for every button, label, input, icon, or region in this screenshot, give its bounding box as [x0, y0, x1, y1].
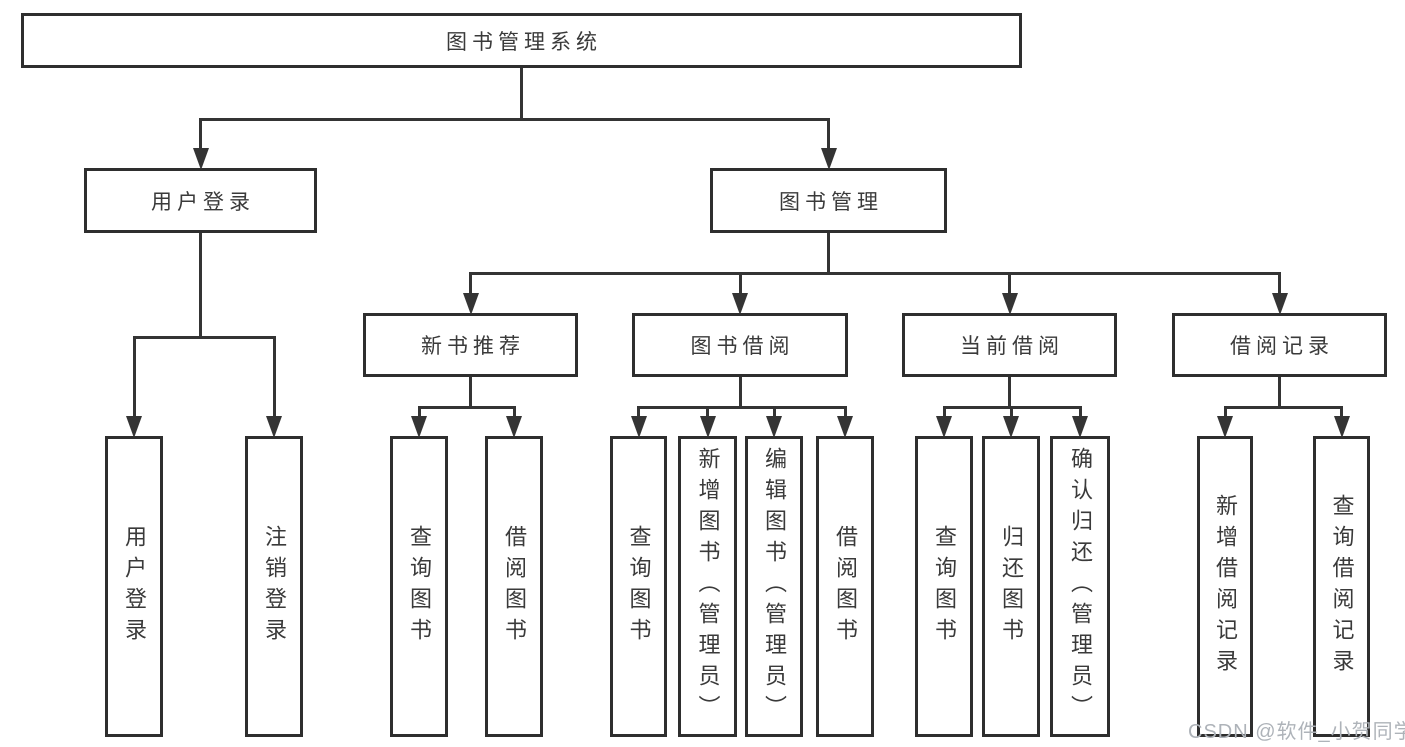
- connector-line: [738, 272, 742, 295]
- connector-line: [132, 336, 136, 418]
- node-library-system: 图书管理系统: [21, 13, 1022, 68]
- node-label: 归还图书: [999, 524, 1024, 649]
- node-leaf-confirm-return-admin: 确认归还（管理员）: [1050, 436, 1110, 737]
- connector-line: [199, 118, 830, 121]
- node-label: 新增借阅记录: [1213, 493, 1238, 680]
- connector-line: [199, 233, 202, 339]
- node-label: 用户登录: [122, 524, 147, 649]
- connector-line: [272, 336, 276, 418]
- node-label: 当前借阅: [960, 335, 1064, 358]
- node-leaf-query-borrow-record: 查询借阅记录: [1313, 436, 1370, 737]
- connector-line: [706, 406, 709, 418]
- arrowhead-down-icon: [820, 148, 837, 170]
- connector-line: [1278, 272, 1281, 295]
- arrowhead-down-icon: [192, 148, 209, 170]
- node-leaf-query-books-current: 查询图书: [915, 436, 973, 737]
- connector-line: [132, 336, 276, 339]
- node-label: 查询图书: [407, 524, 432, 649]
- node-label: 用户登录: [151, 190, 255, 214]
- node-label: 注销登录: [262, 524, 287, 649]
- arrowhead-down-icon: [1271, 293, 1288, 315]
- connector-line: [417, 406, 516, 409]
- connector-line: [512, 406, 516, 418]
- arrowhead-down-icon: [1003, 416, 1019, 438]
- connector-line: [738, 377, 742, 409]
- connector-line: [1078, 406, 1082, 418]
- connector-line: [469, 377, 472, 409]
- arrowhead-down-icon: [1001, 293, 1018, 315]
- node-label: 借阅图书: [502, 524, 527, 649]
- node-label: 借阅图书: [833, 524, 858, 649]
- arrowhead-down-icon: [1217, 416, 1233, 438]
- node-leaf-edit-books-admin: 编辑图书（管理员）: [745, 436, 803, 737]
- arrowhead-down-icon: [837, 416, 853, 438]
- arrowhead-down-icon: [1072, 416, 1088, 438]
- node-label: 查询借阅记录: [1329, 493, 1355, 680]
- arrowhead-down-icon: [411, 416, 427, 438]
- node-label: 借阅记录: [1230, 335, 1334, 358]
- connector-line: [469, 272, 472, 295]
- node-label: 新书推荐: [421, 335, 525, 358]
- node-leaf-add-books-admin: 新增图书（管理员）: [678, 436, 737, 737]
- connector-line: [1278, 377, 1281, 409]
- arrowhead-down-icon: [1333, 416, 1350, 438]
- arrowhead-down-icon: [630, 416, 647, 438]
- node-label: 确认归还（管理员）: [1068, 447, 1093, 726]
- arrowhead-down-icon: [266, 416, 282, 438]
- connector-line: [1223, 406, 1227, 418]
- node-label: 图书管理系统: [446, 30, 602, 54]
- node-book-management: 图书管理: [710, 168, 947, 233]
- connector-line: [827, 118, 830, 150]
- node-leaf-user-login: 用户登录: [105, 436, 163, 737]
- node-leaf-add-borrow-record: 新增借阅记录: [1197, 436, 1253, 737]
- node-current-borrowing: 当前借阅: [902, 313, 1117, 377]
- arrowhead-down-icon: [126, 416, 142, 438]
- arrowhead-down-icon: [732, 293, 748, 315]
- connector-line: [827, 233, 830, 275]
- node-leaf-borrow-books-recommend: 借阅图书: [485, 436, 543, 737]
- arrowhead-down-icon: [462, 293, 479, 315]
- connector-line: [1008, 377, 1011, 409]
- connector-line: [1008, 272, 1011, 295]
- node-label: 图书借阅: [690, 335, 795, 358]
- node-new-book-recommend: 新书推荐: [363, 313, 578, 377]
- node-leaf-query-books-recommend: 查询图书: [390, 436, 448, 737]
- arrowhead-down-icon: [766, 416, 782, 438]
- connector-line: [199, 118, 202, 150]
- node-label: 查询图书: [626, 524, 652, 649]
- node-leaf-query-books-borrowing: 查询图书: [610, 436, 667, 737]
- node-label: 查询图书: [932, 524, 957, 649]
- connector-line: [637, 406, 640, 418]
- node-label: 新增图书（管理员）: [695, 447, 721, 726]
- connector-line: [1223, 406, 1343, 409]
- node-leaf-borrow-books-borrowing: 借阅图书: [816, 436, 874, 737]
- node-label: 图书管理: [779, 190, 883, 214]
- node-leaf-return-books: 归还图书: [982, 436, 1040, 737]
- connector-line: [843, 406, 847, 418]
- node-borrowing-records: 借阅记录: [1172, 313, 1387, 377]
- node-user-login: 用户登录: [84, 168, 317, 233]
- node-leaf-logout: 注销登录: [245, 436, 303, 737]
- connector-line: [417, 406, 421, 418]
- connector-line: [520, 68, 523, 121]
- arrowhead-down-icon: [936, 416, 952, 438]
- node-book-borrowing: 图书借阅: [632, 313, 848, 377]
- connector-line: [637, 406, 847, 409]
- arrowhead-down-icon: [506, 416, 522, 438]
- node-label: 编辑图书（管理员）: [762, 447, 787, 726]
- arrowhead-down-icon: [699, 416, 716, 438]
- connector-line: [1009, 406, 1013, 418]
- connector-line: [772, 406, 776, 418]
- watermark: CSDN @软件_小贺同学: [1188, 721, 1405, 743]
- connector-line: [1340, 406, 1343, 418]
- connector-line: [942, 406, 946, 418]
- connector-line: [469, 272, 1281, 275]
